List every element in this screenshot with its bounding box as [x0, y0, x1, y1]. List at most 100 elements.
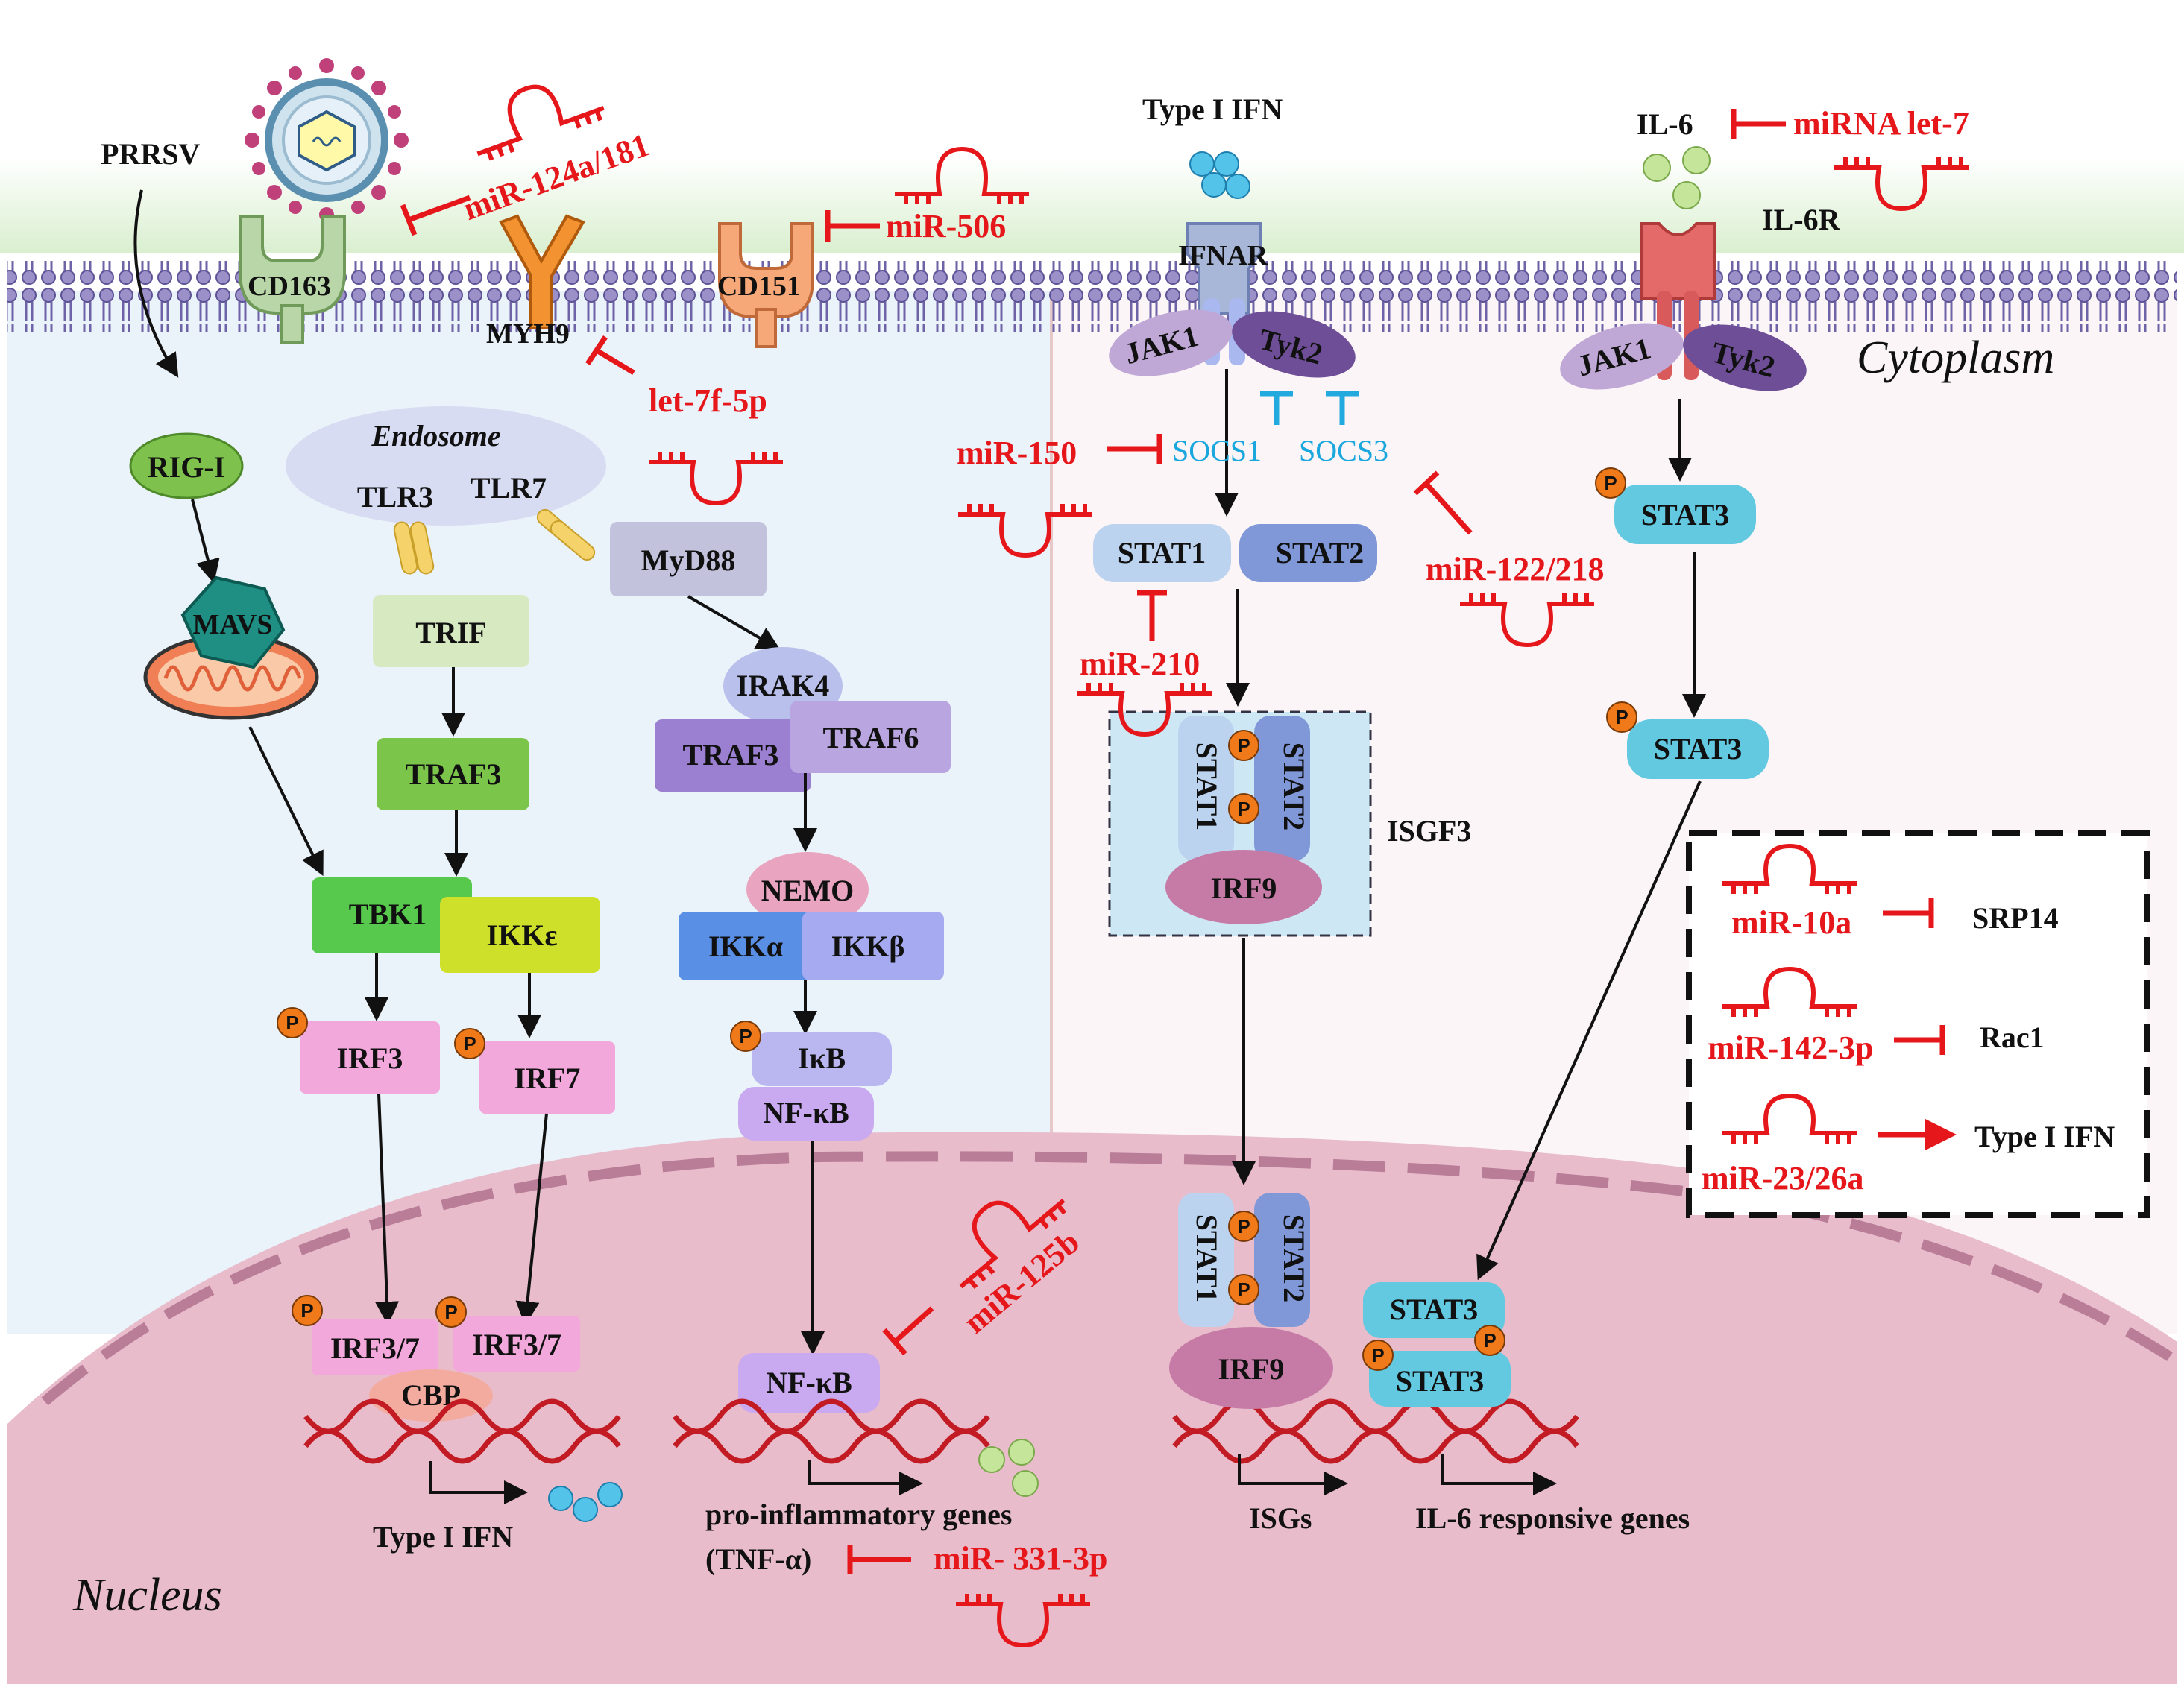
socs3-label: SOCS3 [1299, 434, 1388, 467]
let7-label: miRNA let-7 [1793, 105, 1969, 142]
endosome-label: Endosome [371, 419, 500, 452]
ikke-label: IKKε [487, 918, 558, 952]
ikb-label: IκB [798, 1041, 846, 1075]
phospho-ikb: P [730, 1021, 761, 1052]
tlr7-label: TLR7 [471, 471, 547, 505]
nfkb-nuc-node [738, 1353, 880, 1413]
mir210-label: miR-210 [1080, 646, 1200, 682]
isgf3-irf9 [1165, 850, 1322, 924]
tlr7-receptor [536, 508, 596, 561]
mir150-hairpin [958, 504, 1092, 558]
mir210-hairpin [1077, 683, 1212, 737]
legend-box [1686, 830, 2150, 1218]
socs1-label: SOCS1 [1172, 434, 1262, 467]
irf37-b-label: IRF3/7 [472, 1328, 561, 1361]
phospho-isgf3-1: P [1228, 730, 1259, 761]
nucleus [7, 1132, 2177, 1684]
let7f-hairpin [649, 452, 783, 506]
stat3-b-label: STAT3 [1654, 732, 1743, 766]
nemo-label: NEMO [761, 874, 854, 907]
cbp-node [369, 1369, 493, 1422]
trif-node [373, 595, 529, 667]
out-ifn-label: Type I IFN [373, 1520, 513, 1554]
myh9-receptor [499, 214, 585, 329]
svg-text:P: P [463, 1032, 476, 1055]
tlr3-label: TLR3 [357, 480, 433, 514]
tbk1-label: TBK1 [349, 898, 427, 931]
ikkb-label: IKKβ [831, 930, 905, 963]
jak1-il6r [1560, 323, 1684, 390]
tyk2-il6r [1683, 324, 1807, 391]
ikb-node [752, 1032, 892, 1086]
svg-text:P: P [286, 1012, 298, 1034]
stat3-a-label: STAT3 [1641, 498, 1730, 532]
traf3b-label: TRAF3 [683, 738, 779, 772]
phospho-irf37-b: P [435, 1296, 467, 1328]
mir331-label: miR- 331-3p [934, 1540, 1107, 1577]
isgf3-label: ISGF3 [1387, 814, 1471, 848]
legend-mirna-1: miR-10a [1731, 904, 1851, 941]
nfkb-label: NF-κB [763, 1096, 849, 1129]
irf37-a-node [312, 1319, 438, 1375]
irf7-node [479, 1041, 615, 1114]
rig-i-node [129, 432, 244, 499]
traf6-label: TRAF6 [823, 721, 919, 754]
ifnar-label: IFNAR [1178, 240, 1268, 271]
stat3-b-node [1627, 719, 1769, 779]
ikkb-node [802, 912, 944, 980]
nuc-stat1-label: STAT1 [1190, 1214, 1224, 1303]
prrsv-label: PRRSV [101, 137, 200, 171]
nuc-stat3-a-label: STAT3 [1390, 1293, 1479, 1326]
nucleus-label: Nucleus [72, 1570, 222, 1621]
cytoplasm-label: Cytoplasm [1857, 332, 2054, 383]
nemo-node [746, 852, 869, 927]
nfkb-node [738, 1087, 874, 1141]
isgs-label: ISGs [1249, 1501, 1312, 1535]
phospho-irf7: P [454, 1028, 485, 1059]
ikka-label: IKKα [708, 930, 783, 963]
il6-label: IL-6 [1637, 107, 1693, 141]
phospho-stat3-b: P [1606, 701, 1637, 733]
nuc-irf9-label: IRF9 [1218, 1352, 1285, 1386]
irf7-label: IRF7 [514, 1062, 581, 1095]
il6r-label: IL-6R [1762, 203, 1841, 236]
stat2-node [1239, 524, 1377, 582]
mitochondrion [143, 634, 319, 720]
mir506-hairpin [895, 146, 1029, 204]
legend-row-2: miR-142-3p Rac1 [1708, 966, 2045, 1066]
stat2-label: STAT2 [1276, 536, 1365, 570]
out-tnf-label: (TNF-α) [705, 1542, 811, 1576]
ifn-output [548, 1482, 623, 1522]
isgf3-stat2 [1254, 716, 1310, 861]
traf6-node [790, 701, 951, 773]
mir125b-hairpin [959, 1198, 1067, 1289]
phospho-nuc-1: P [1228, 1211, 1259, 1242]
legend-target-1: SRP14 [1972, 901, 2059, 935]
phospho-group: P P P P P P P P P P P P P [277, 467, 1637, 1371]
il6-genes-label: IL-6 responsive genes [1415, 1501, 1690, 1535]
traf3-node [377, 738, 529, 810]
trif-label: TRIF [415, 616, 487, 649]
il6-ligand [1643, 146, 1711, 209]
rig-i-label: RIG-I [148, 450, 225, 484]
tbk1-node [312, 877, 472, 953]
mir124-hairpin [476, 84, 605, 161]
phospho-nuc-stat3-a: P [1362, 1340, 1394, 1371]
out-proinf-label: pro-inflammatory genes [705, 1498, 1012, 1531]
legend-row-1: miR-10a SRP14 [1722, 843, 2059, 941]
svg-text:P: P [444, 1301, 457, 1323]
traf3-label: TRAF3 [406, 757, 502, 791]
phospho-nuc-stat3-b: P [1474, 1325, 1505, 1356]
stat3-a-node [1614, 485, 1756, 544]
traf3b-node [655, 719, 811, 792]
dna-middle [673, 1398, 990, 1464]
tnf-output [978, 1439, 1039, 1497]
nuc-stat3-b-label: STAT3 [1396, 1364, 1485, 1398]
phospho-irf3: P [277, 1007, 308, 1038]
cell-membrane [7, 261, 2177, 332]
legend-row-3: miR-23/26a Type I IFN [1702, 1093, 2115, 1196]
irf3-node [300, 1021, 440, 1094]
mir122-hairpin [1460, 593, 1594, 648]
